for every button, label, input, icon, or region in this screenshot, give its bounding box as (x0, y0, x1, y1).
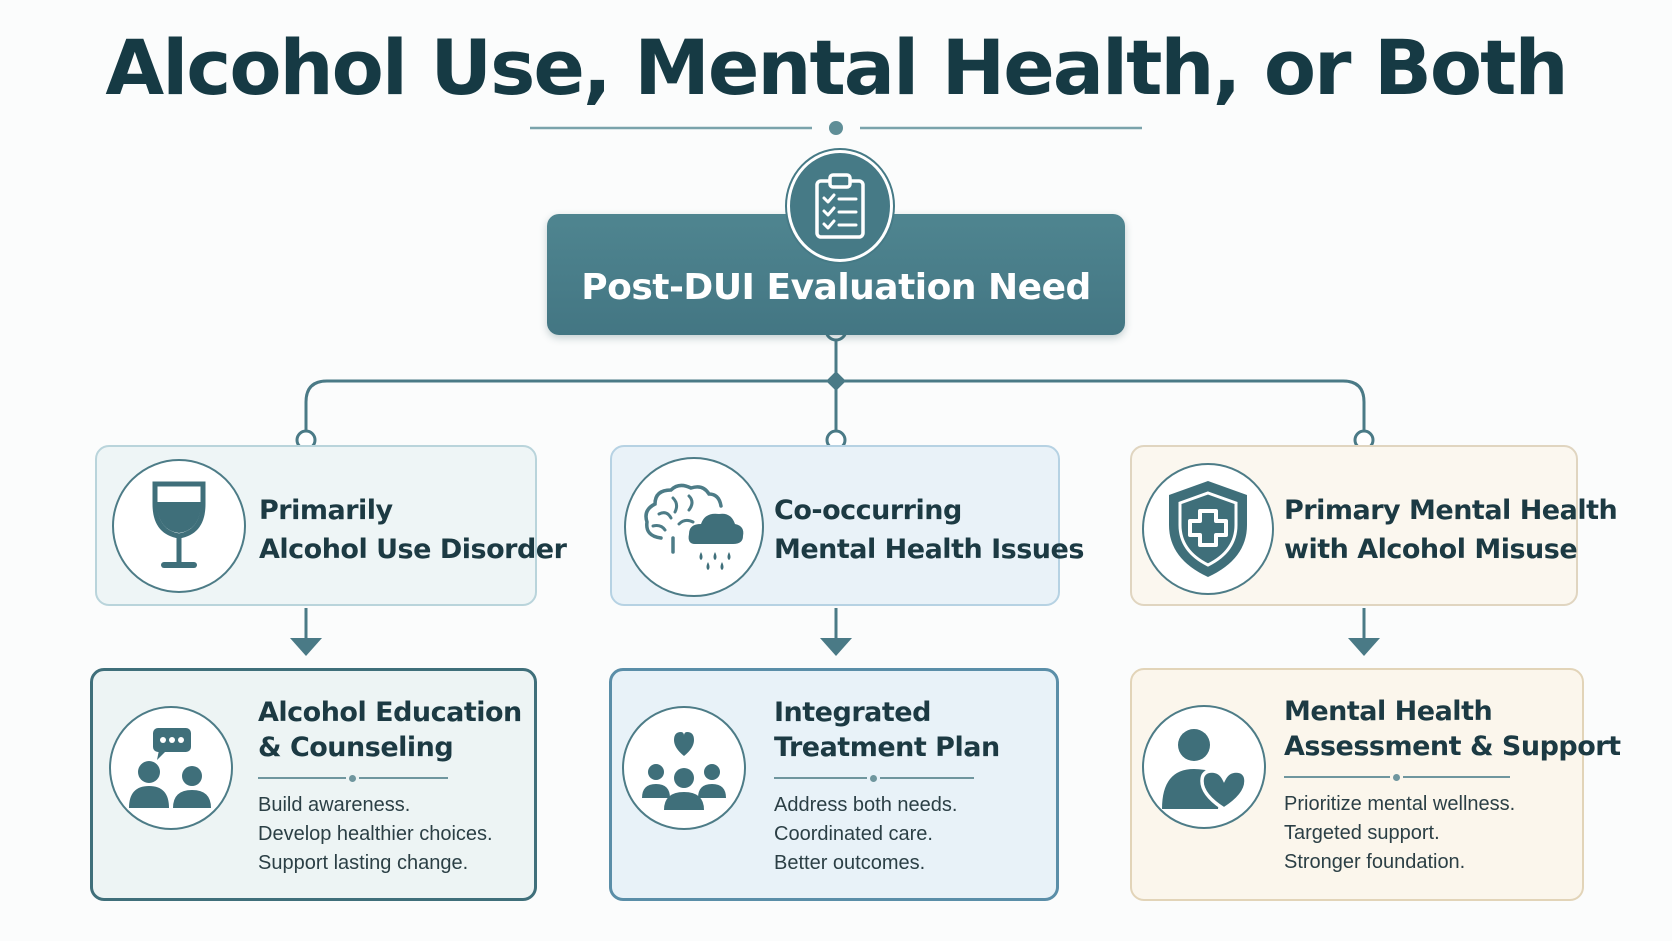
brain-cloud-icon (624, 457, 764, 597)
shield-cross-icon (1142, 463, 1274, 595)
category-co-occurring: Co-occurring Mental Health Issues (610, 445, 1084, 606)
category-label: Primarily Alcohol Use Disorder (259, 495, 567, 565)
counseling-people-icon (109, 706, 233, 830)
category-label: Co-occurring Mental Health Issues (774, 495, 1084, 565)
outcome-description: Prioritize mental wellness. Targeted sup… (1284, 793, 1516, 873)
wine-glass-icon (112, 459, 246, 593)
outcome-integrated-treatment: Integrated Treatment Plan Address both n… (609, 668, 1059, 901)
outcome-title: Integrated Treatment Plan (774, 697, 1000, 763)
group-heart-icon (622, 706, 746, 830)
outcome-description: Address both needs. Coordinated care. Be… (774, 794, 958, 874)
outcome-mental-health-support: Mental Health Assessment & Support Prior… (1130, 668, 1621, 901)
root-label: Post-DUI Evaluation Need (581, 267, 1091, 308)
outcome-title: Alcohol Education & Counseling (258, 697, 522, 763)
category-label: Primary Mental Health with Alcohol Misus… (1284, 495, 1618, 565)
outcome-alcohol-education: Alcohol Education & Counseling Build awa… (90, 668, 537, 901)
outcome-description: Build awareness. Develop healthier choic… (258, 794, 493, 874)
person-heart-icon (1142, 705, 1266, 829)
separator (1284, 774, 1510, 781)
category-alcohol-use: Primarily Alcohol Use Disorder (95, 445, 567, 606)
page-title: Alcohol Use, Mental Health, or Both (105, 23, 1568, 112)
clipboard-checklist-icon (787, 150, 893, 262)
separator (258, 775, 448, 782)
outcome-title: Mental Health Assessment & Support (1284, 696, 1621, 762)
category-primary-mental-health: Primary Mental Health with Alcohol Misus… (1130, 445, 1618, 606)
separator (774, 775, 974, 782)
